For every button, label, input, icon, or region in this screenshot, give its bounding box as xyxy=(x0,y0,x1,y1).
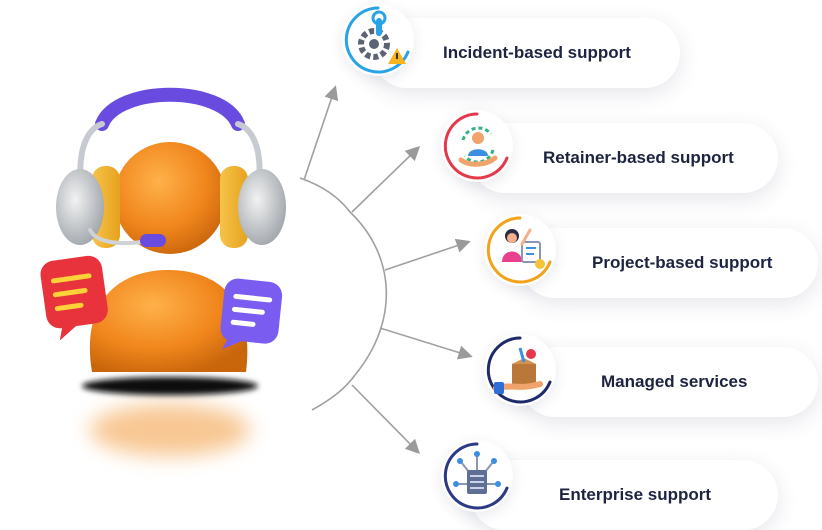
option-incident-based: Incident-based support xyxy=(372,18,680,88)
arrow-incident xyxy=(303,85,339,181)
option-label: Enterprise support xyxy=(559,485,712,504)
support-agent-headset-icon xyxy=(56,87,286,456)
connector-stem-bottom xyxy=(311,374,356,411)
woman-presenting-board-icon xyxy=(484,214,556,286)
arrow-enterprise xyxy=(351,384,421,455)
option-label: Project-based support xyxy=(592,253,773,272)
option-label: Retainer-based support xyxy=(543,148,734,167)
connector-stem xyxy=(299,177,351,213)
option-label: Managed services xyxy=(601,372,748,391)
option-enterprise-support: Enterprise support xyxy=(470,460,778,530)
connector-arrows xyxy=(299,85,473,455)
arrow-managed xyxy=(379,327,473,360)
option-label: Incident-based support xyxy=(443,43,631,62)
arrow-project xyxy=(384,238,471,271)
chat-bubble-icon xyxy=(40,255,108,341)
arrow-retainer xyxy=(351,145,421,213)
chat-bubble-icon xyxy=(220,278,283,350)
person-in-hand-cycle-icon xyxy=(441,110,513,182)
server-network-icon xyxy=(441,440,513,512)
option-project-based: Project-based support xyxy=(520,228,818,298)
connector-arc xyxy=(349,211,388,376)
hand-holding-box-tools-icon xyxy=(484,334,556,406)
gear-wrench-warning-icon xyxy=(342,4,414,76)
option-managed-services: Managed services xyxy=(520,347,818,417)
option-retainer-based: Retainer-based support xyxy=(470,123,778,193)
